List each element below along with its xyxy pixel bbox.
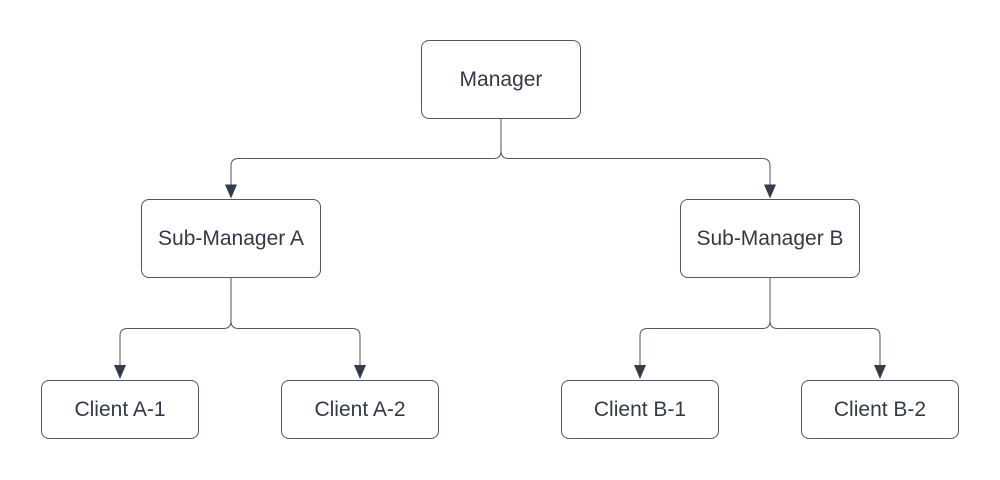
connector-line <box>500 119 771 185</box>
arrowhead-icon <box>225 184 237 199</box>
edge-sub-manager-b-to-client-b-1 <box>634 278 771 379</box>
arrowhead-icon <box>354 365 366 379</box>
edge-manager-to-sub-manager-a <box>225 119 502 199</box>
edge-sub-manager-a-to-client-a-1 <box>114 278 232 379</box>
arrowhead-icon <box>764 184 776 199</box>
node-sub-manager-a-label: Sub-Manager A <box>158 227 304 250</box>
node-manager[interactable]: Manager <box>421 40 581 119</box>
node-sub-manager-b-label: Sub-Manager B <box>696 227 844 250</box>
node-client-a-1[interactable]: Client A-1 <box>41 380 199 439</box>
node-client-b-1[interactable]: Client B-1 <box>561 380 719 439</box>
node-sub-manager-b[interactable]: Sub-Manager B <box>680 199 860 278</box>
node-client-b-1-label: Client B-1 <box>593 398 687 421</box>
node-manager-label: Manager <box>459 68 543 91</box>
arrowhead-icon <box>114 365 126 379</box>
connector-line <box>230 119 502 185</box>
node-client-a-2-label: Client A-2 <box>314 398 406 421</box>
node-client-b-2-label: Client B-2 <box>833 398 927 421</box>
node-sub-manager-a[interactable]: Sub-Manager A <box>141 199 321 278</box>
edge-sub-manager-a-to-client-a-2 <box>230 278 366 379</box>
connector-line <box>639 278 771 366</box>
connector-line <box>230 278 361 366</box>
connector-line <box>769 278 881 366</box>
edge-sub-manager-b-to-client-b-2 <box>769 278 886 379</box>
node-client-b-2[interactable]: Client B-2 <box>801 380 959 439</box>
connector-line <box>119 278 232 366</box>
node-client-a-2[interactable]: Client A-2 <box>281 380 439 439</box>
node-client-a-1-label: Client A-1 <box>74 398 166 421</box>
edge-manager-to-sub-manager-b <box>500 119 776 199</box>
arrowhead-icon <box>634 365 646 379</box>
arrowhead-icon <box>874 365 886 379</box>
